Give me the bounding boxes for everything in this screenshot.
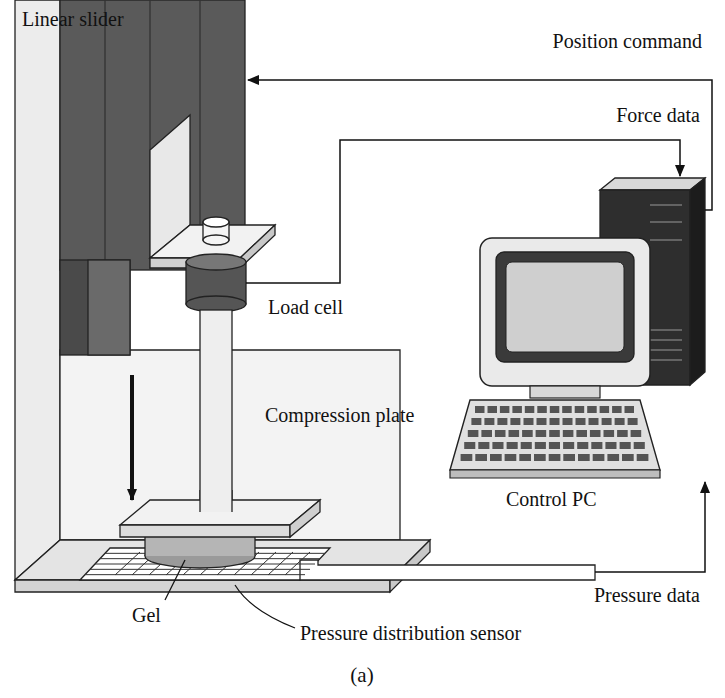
part-label: Gel — [132, 604, 161, 626]
part-label: Compression plate — [265, 404, 414, 426]
signal-label: Pressure data — [594, 584, 700, 606]
part-label: Pressure distribution sensor — [300, 622, 521, 644]
part-label: Load cell — [268, 296, 343, 318]
signal-label: Force data — [616, 104, 700, 126]
part-label: Linear slider — [22, 8, 124, 30]
signal-label: Position command — [553, 30, 702, 52]
part-label: Control PC — [506, 488, 597, 510]
figure-caption: (a) — [350, 664, 373, 687]
